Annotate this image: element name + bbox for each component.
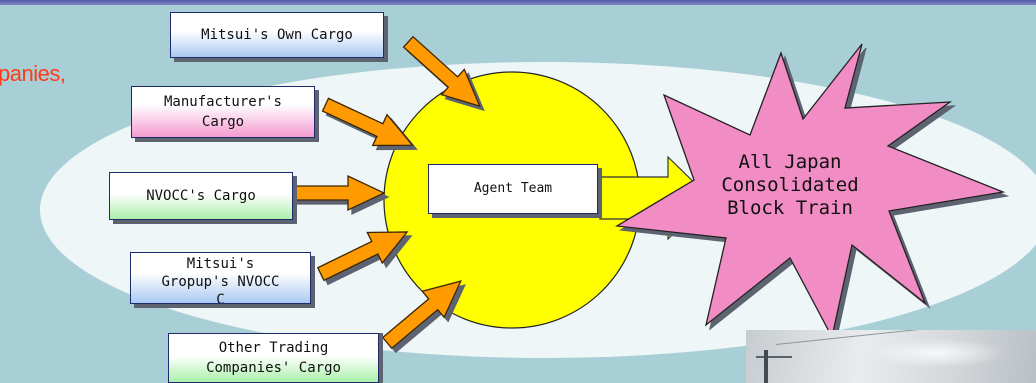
arrow-other-trading bbox=[381, 280, 462, 350]
top-title-bar bbox=[0, 0, 1036, 5]
source-label: NVOCC's Cargo bbox=[146, 188, 256, 204]
source-label: Other Trading Companies' Cargo bbox=[206, 340, 341, 376]
source-label: Manufacturer's Cargo bbox=[163, 94, 282, 130]
photo-pole bbox=[764, 350, 768, 383]
agent-team-label: Agent Team bbox=[473, 181, 553, 196]
source-box-mitsui-own-cargo: Mitsui's Own Cargo bbox=[170, 12, 384, 58]
target-label: All Japan Consolidated Block Train bbox=[721, 151, 859, 219]
arrow-mitsui-own bbox=[402, 35, 481, 108]
source-label: Mitsui's Own Cargo bbox=[201, 27, 353, 43]
target-burst bbox=[615, 43, 1006, 339]
photo-sky bbox=[866, 338, 1006, 368]
arrow-manufacturers bbox=[321, 97, 414, 147]
train-photo bbox=[746, 330, 1036, 383]
agent-team-box: Agent Team bbox=[428, 164, 598, 214]
arrow-nvocc bbox=[287, 174, 386, 212]
source-box-nvocc-cargo: NVOCC's Cargo bbox=[109, 172, 293, 220]
source-box-mitsui-group-nvocc: Mitsui's Gropup's NVOCC C bbox=[130, 252, 311, 304]
arrows bbox=[287, 35, 481, 350]
arrow-mitsui-group bbox=[316, 231, 409, 282]
source-box-other-trading: Other Trading Companies' Cargo bbox=[168, 333, 379, 383]
source-box-manufacturers-cargo: Manufacturer's Cargo bbox=[131, 86, 315, 138]
source-label: Mitsui's Gropup's NVOCC C bbox=[161, 256, 280, 304]
partial-heading: panies, bbox=[0, 61, 66, 86]
photo-beam bbox=[756, 356, 792, 358]
